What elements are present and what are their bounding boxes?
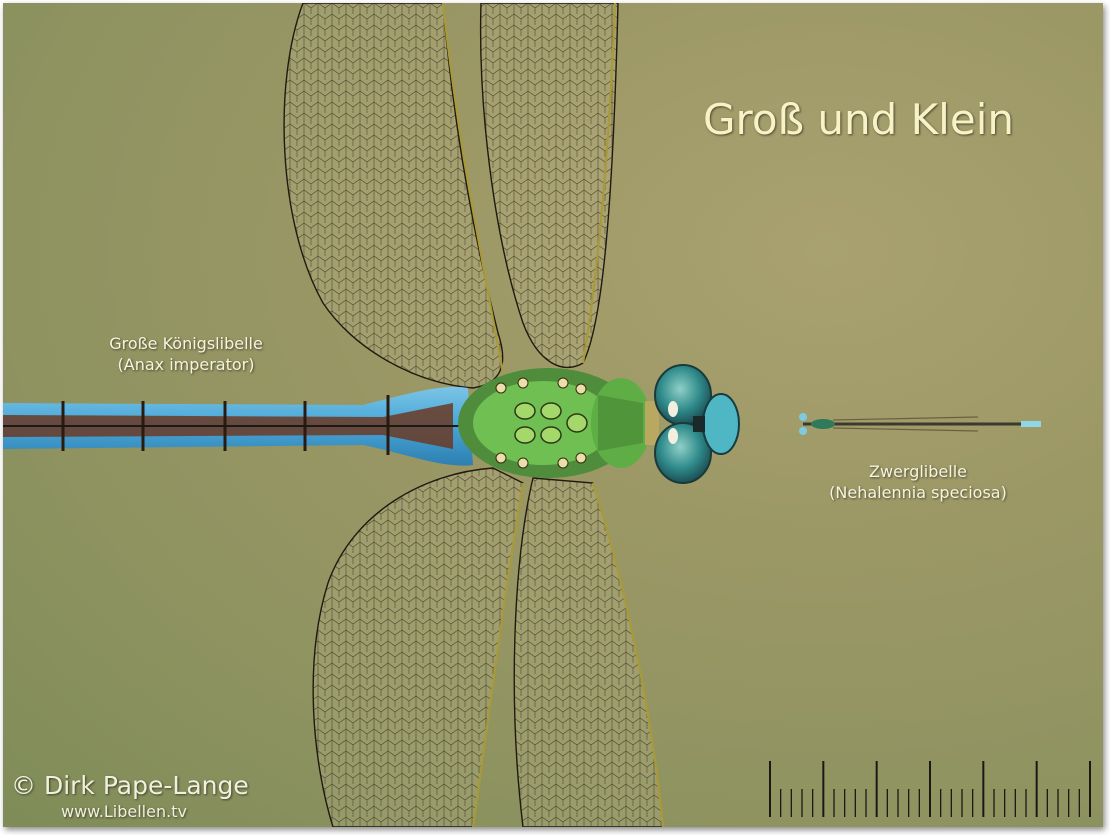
large-species-label: Große Königslibelle (Anax imperator) [61,333,311,375]
page-title: Groß und Klein [703,95,1014,144]
dragonfly-abdomen [3,386,473,466]
dragonfly-head [645,364,740,484]
dragonfly-thorax [458,368,651,478]
photo-frame: Groß und Klein Große Königslibelle (Anax… [3,3,1103,827]
wing-upper-left [283,3,505,389]
scale-ruler [769,761,1091,817]
copyright-text: © Dirk Pape-Lange [11,771,249,800]
small-species-latin-name: (Nehalennia speciosa) [829,483,1007,502]
dragonfly-photo [3,3,1091,827]
small-species-label: Zwerglibelle (Nehalennia speciosa) [803,461,1033,503]
wing-upper-right [479,3,619,368]
wing-lower-left [312,467,525,827]
wing-lower-right [513,477,665,827]
large-species-common-name: Große Königslibelle [109,334,263,353]
large-species-latin-name: (Anax imperator) [117,355,255,374]
damselfly-small [799,413,1041,435]
small-species-common-name: Zwerglibelle [869,462,967,481]
website-text: www.Libellen.tv [61,802,187,821]
